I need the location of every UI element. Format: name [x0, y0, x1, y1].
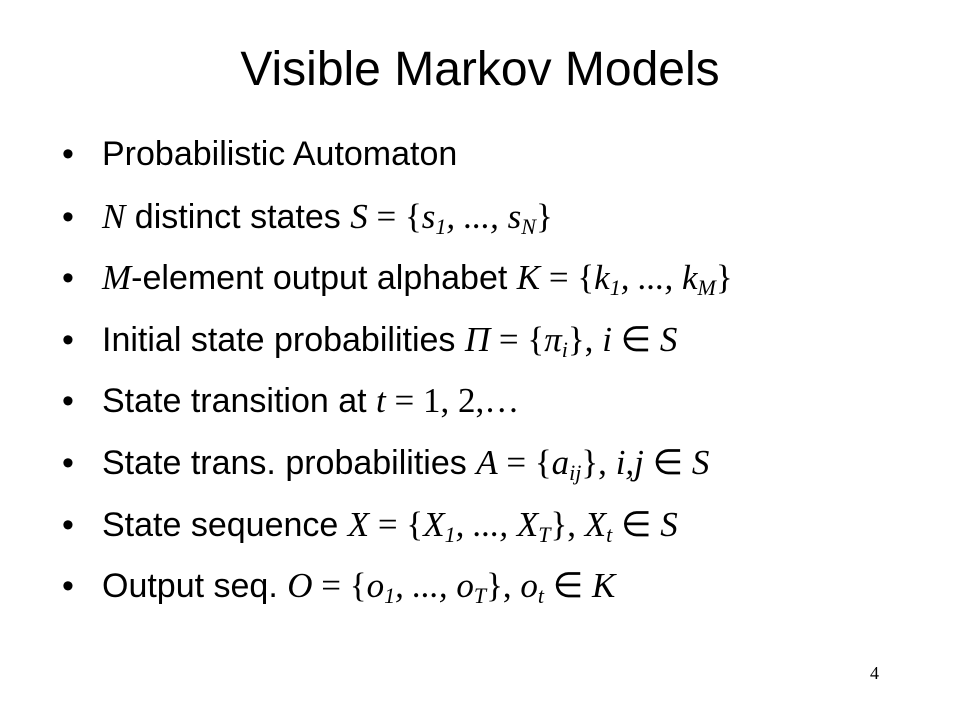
math-var: t [376, 381, 386, 421]
math-elem: o [366, 566, 385, 606]
bullet-dot: • [62, 443, 74, 482]
math-var: M [102, 258, 132, 298]
element-of-symbol: ∈ [643, 442, 692, 482]
math-op: }, [581, 442, 616, 482]
math-op: = { [540, 258, 595, 298]
math-index: i,j [615, 442, 644, 482]
math-op: } [715, 258, 733, 298]
math-op: = { [497, 442, 552, 482]
bullet-dot: • [62, 505, 74, 544]
math-set: K [516, 258, 541, 298]
bullet-item: •M-element output alphabet K = {k1, ...,… [62, 247, 733, 309]
page-number: 4 [870, 663, 879, 683]
math-elem: X [516, 504, 539, 544]
bullet-item: • State transition at t = 1, 2,… [62, 370, 733, 432]
math-set: A [476, 442, 498, 482]
bullet-text: Output seq. [102, 567, 288, 606]
bullet-item: •State sequence X = {X1, ..., XT}, Xt ∈ … [62, 494, 733, 556]
bullet-dot: • [62, 197, 74, 236]
math-elem: X [584, 504, 607, 544]
bullet-dot: • [62, 567, 74, 606]
math-var: N [102, 196, 126, 236]
math-elem: k [594, 258, 610, 298]
math-elem: s [507, 196, 522, 236]
math-ellipsis: , ..., [620, 258, 682, 298]
element-of-symbol: ∈ [611, 319, 660, 359]
math-ellipsis: , ..., [455, 504, 517, 544]
element-of-symbol: ∈ [544, 566, 592, 606]
math-set: O [287, 566, 313, 606]
element-of-symbol: ∈ [612, 504, 661, 544]
math-op: }, [567, 319, 603, 359]
math-values: 1, 2,… [423, 381, 520, 421]
math-op: } [535, 196, 553, 236]
bullet-text: Probabilistic Automaton [102, 135, 458, 173]
math-elem: X [423, 504, 445, 544]
math-op: = { [312, 566, 367, 606]
math-sub: i [561, 336, 568, 362]
math-set: Π [464, 319, 491, 359]
bullet-item: •Output seq. O = {o1, ..., oT}, ot ∈ K [62, 555, 733, 617]
math-sub: t [537, 583, 544, 609]
math-sub: T [538, 521, 551, 547]
bullet-text: distinct states [125, 197, 351, 236]
bullet-item: • State trans. probabilities A = {aij}, i… [62, 432, 733, 494]
math-set: S [691, 442, 710, 482]
bullet-dot: • [62, 259, 74, 298]
math-elem: s [421, 196, 436, 236]
math-op: = [385, 381, 424, 421]
bullet-dot: • [62, 382, 74, 421]
bullet-dot: • [62, 320, 74, 359]
math-sub: 1 [609, 275, 621, 301]
math-op: }, [486, 566, 521, 606]
math-op: = { [369, 504, 424, 544]
math-op: }, [550, 504, 585, 544]
math-elem: o [456, 566, 474, 606]
math-sub: ij [569, 459, 582, 485]
math-sub: 1 [435, 213, 447, 239]
bullet-text: State transition at [102, 382, 377, 421]
math-op: = { [367, 196, 422, 236]
math-set: X [347, 504, 370, 544]
bullet-dot: • [62, 135, 74, 173]
math-ellipsis: , ..., [446, 196, 508, 236]
math-sub: t [606, 521, 613, 547]
math-elem: π [544, 319, 562, 359]
math-set: K [592, 566, 616, 606]
math-sub: N [521, 213, 536, 239]
math-set: S [660, 504, 678, 544]
math-sub: 1 [384, 583, 396, 609]
math-op: = { [490, 319, 545, 359]
slide-title: Visible Markov Models [240, 43, 720, 96]
bullet-item: • Probabilistic Automaton [62, 124, 733, 186]
bullet-text: Initial state probabilities [102, 320, 465, 359]
math-set: S [350, 196, 368, 236]
math-sub: T [473, 583, 487, 609]
bullet-text: State sequence [102, 505, 348, 544]
bullet-list: • Probabilistic Automaton • N distinct sta… [62, 124, 733, 617]
bullet-text: State trans. probabilities [102, 443, 477, 482]
math-elem: a [551, 442, 570, 482]
math-ellipsis: , ..., [395, 566, 457, 606]
math-sub: M [697, 275, 716, 301]
math-index: i [602, 319, 612, 359]
bullet-item: • Initial state probabilities Π = {πi}, i… [62, 309, 733, 371]
math-sub: 1 [444, 521, 456, 547]
math-elem: k [681, 258, 698, 298]
math-elem: o [520, 566, 538, 606]
bullet-item: •N distinct states S = {s1, ..., sN} [62, 186, 733, 248]
math-set: S [659, 319, 678, 359]
bullet-text: -element output alphabet [131, 259, 517, 298]
